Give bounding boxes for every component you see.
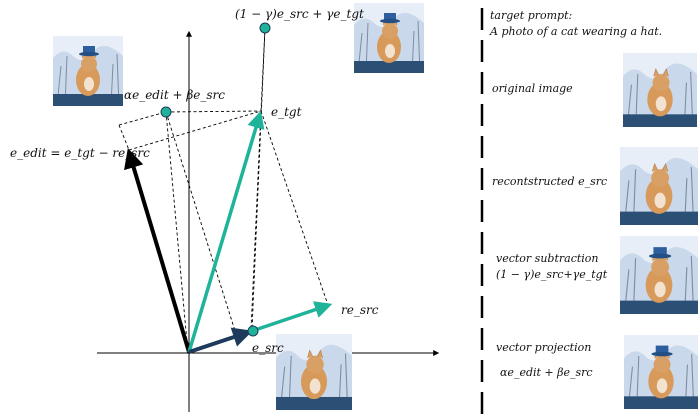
bottom-cat-image bbox=[276, 334, 352, 410]
top-vector-label: (1 − γ)e_src + γe_tgt bbox=[235, 7, 364, 21]
re-src-label: re_src bbox=[341, 303, 379, 317]
left-hat-cat-image bbox=[53, 36, 123, 106]
vector-projection-formula: αe_edit + βe_src bbox=[500, 366, 593, 379]
sidebar-row-target-prompt: target prompt: A photo of a cat wearing … bbox=[489, 9, 662, 38]
alpha-beta-label: αe_edit + βe_src bbox=[124, 88, 225, 102]
sidebar-row-vector-projection: vector projection αe_edit + βe_src bbox=[496, 335, 698, 409]
vector-subtraction-label: vector subtraction bbox=[496, 252, 599, 265]
projection-point bbox=[160, 106, 172, 118]
reconstructed-image bbox=[620, 146, 698, 226]
e-edit-equation-label: e_edit = e_tgt − re_src bbox=[10, 146, 150, 160]
reconstructed-label: recontstructed e_src bbox=[492, 175, 607, 188]
target-prompt-label: target prompt: bbox=[490, 9, 572, 22]
e-tgt-label: e_tgt bbox=[271, 105, 302, 119]
target-prompt-text: A photo of a cat wearing a hat. bbox=[489, 25, 662, 38]
re-src-vector bbox=[251, 301, 333, 333]
e-edit-vector bbox=[124, 148, 191, 353]
sidebar-row-reconstructed: recontstructed e_src bbox=[492, 146, 698, 226]
top-mix-point bbox=[259, 22, 271, 34]
vector-projection-label: vector projection bbox=[496, 341, 591, 354]
vector-projection-image bbox=[624, 335, 698, 409]
e-src-point bbox=[247, 325, 259, 337]
e-src-label: e_src bbox=[252, 341, 284, 355]
vector-subtraction-image bbox=[620, 236, 698, 314]
dashed-construction-lines bbox=[118, 27, 329, 354]
sidebar-row-vector-subtraction: vector subtraction (1 − γ)e_src+γe_tgt bbox=[496, 236, 698, 314]
e-tgt-vector bbox=[187, 110, 265, 353]
original-image-label: original image bbox=[492, 82, 573, 95]
vector-subtraction-formula: (1 − γ)e_src+γe_tgt bbox=[496, 268, 608, 281]
original-image bbox=[623, 52, 697, 128]
top-hat-cat-image bbox=[354, 3, 424, 73]
e-src-vector bbox=[188, 327, 253, 354]
sidebar-row-original: original image bbox=[492, 52, 697, 128]
